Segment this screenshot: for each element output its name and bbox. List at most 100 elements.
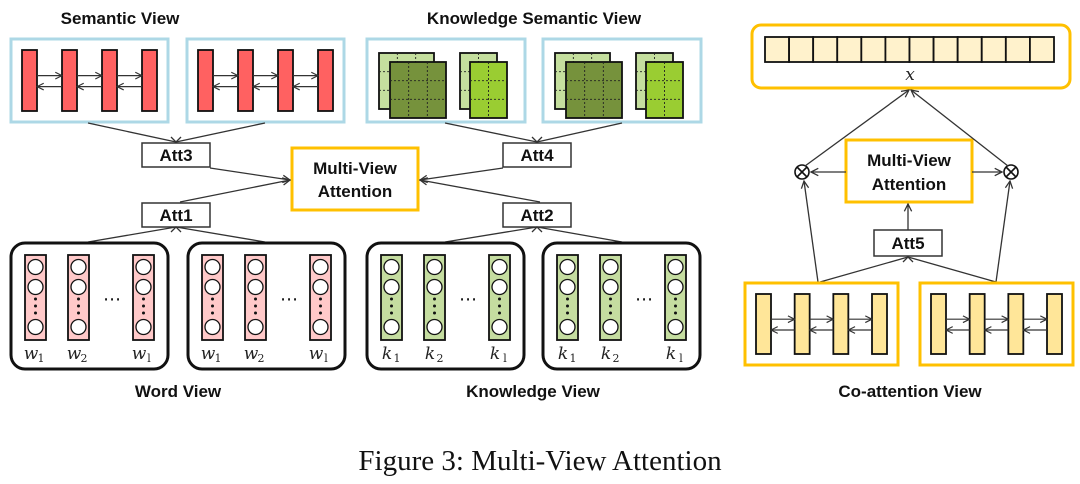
neuron	[491, 258, 508, 276]
token-subscript: 1	[215, 352, 222, 365]
vertical-dot	[674, 297, 677, 301]
token-label: w	[201, 344, 216, 364]
neuron	[491, 278, 508, 296]
token-subscript: 1	[394, 352, 401, 365]
edge-co2-att5	[907, 256, 997, 283]
vertical-dot	[609, 304, 612, 308]
edge-co2-mul	[995, 181, 1010, 283]
lstm-cell	[21, 49, 38, 112]
token-label: w	[24, 344, 39, 364]
output-cell	[764, 36, 790, 63]
vertical-dot	[77, 311, 80, 315]
vertical-dot	[609, 311, 612, 315]
neuron	[204, 278, 221, 296]
neuron	[559, 258, 576, 276]
att5-label: Att5	[891, 234, 924, 253]
output-cell	[836, 36, 863, 63]
neuron	[312, 318, 329, 336]
neuron	[135, 258, 152, 276]
kernel-front-large	[389, 61, 447, 119]
edge-ks2-att4	[536, 122, 623, 143]
neuron	[70, 318, 87, 336]
vertical-dot	[390, 304, 393, 308]
edge-att4-mva	[420, 167, 504, 180]
output-cell	[1004, 36, 1031, 63]
edge-word2-att1	[175, 226, 266, 243]
neuron	[135, 278, 152, 296]
lstm-cell	[871, 293, 888, 355]
vertical-dot	[674, 311, 677, 315]
token-subscript: 2	[437, 352, 444, 365]
vertical-dot	[254, 297, 257, 301]
multiply-node-right	[1003, 164, 1019, 180]
neuron	[70, 258, 87, 276]
neuron	[27, 258, 44, 276]
output-cell	[884, 36, 911, 63]
lstm-cell	[832, 293, 850, 355]
arrowhead-att3	[170, 136, 182, 143]
token-label: w	[132, 344, 147, 364]
token-subscript: l	[679, 352, 683, 365]
output-cell	[932, 36, 959, 63]
mva-left-line2: Attention	[318, 182, 393, 201]
knowledge-semantic-view	[365, 37, 703, 124]
att1-label: Att1	[159, 206, 192, 225]
vertical-dot	[77, 297, 80, 301]
neuron	[70, 278, 87, 296]
arrowhead-att2	[531, 226, 543, 233]
vertical-dot	[77, 304, 80, 308]
knowledge-view-title: Knowledge View	[466, 382, 601, 401]
vertical-dot	[142, 304, 145, 308]
semantic-view	[9, 37, 346, 124]
token-subscript: l	[503, 352, 507, 365]
vertical-dot	[566, 304, 569, 308]
coattention-view-title: Co-attention View	[838, 382, 982, 401]
att3-label: Att3	[159, 146, 192, 165]
edge-att1-mva	[179, 180, 290, 203]
neuron	[667, 278, 684, 296]
token-label: k	[666, 344, 676, 364]
kernel-front-large-face	[565, 61, 623, 119]
vertical-dot	[211, 311, 214, 315]
att4-node: Att4	[502, 142, 572, 168]
vertical-dot	[433, 297, 436, 301]
token-label: k	[558, 344, 568, 364]
token-label: k	[425, 344, 435, 364]
output-cell	[788, 36, 815, 63]
semantic-edges	[87, 122, 623, 143]
edge-co1-mul	[804, 181, 819, 283]
output-cell	[812, 36, 839, 63]
semantic-block-1	[9, 37, 170, 124]
output-cell	[908, 36, 935, 63]
mva-right-line2: Attention	[872, 175, 947, 194]
edge-know2-att2	[536, 226, 623, 243]
coattention-view	[743, 281, 1075, 367]
token-label: k	[490, 344, 500, 364]
coattention-block-1	[743, 281, 900, 367]
vertical-dot	[319, 304, 322, 308]
mva-left-line1: Multi-View	[313, 159, 398, 178]
vertical-dot	[211, 304, 214, 308]
neuron	[383, 318, 400, 336]
neuron	[426, 278, 443, 296]
token-subscript: 2	[81, 352, 88, 365]
token-subscript: 1	[570, 352, 577, 365]
lstm-cell	[237, 49, 254, 112]
multi-view-attention-left: Multi-View Attention	[290, 146, 420, 212]
neuron	[667, 258, 684, 276]
token-subscript: l	[147, 352, 151, 365]
lstm-cell	[1046, 293, 1063, 355]
output-cell	[1029, 36, 1055, 63]
ellipsis: ⋯	[635, 289, 653, 310]
vertical-dot	[34, 304, 37, 308]
lstm-cell	[930, 293, 947, 355]
